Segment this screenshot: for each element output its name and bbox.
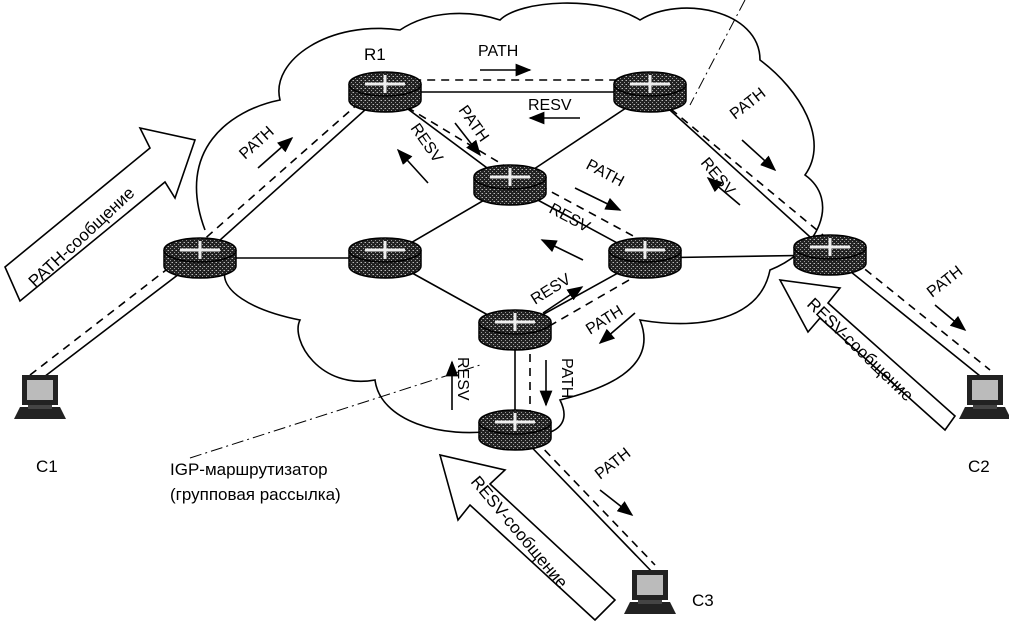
resv-label: RESV	[697, 155, 738, 200]
router-r1-label: R1	[364, 45, 386, 64]
resv-message-label: RESV-сообщение	[467, 472, 572, 591]
path-label: PATH	[478, 43, 518, 60]
path-label: PATH	[558, 358, 575, 398]
igp-router-label: IGP-маршрутизатор	[170, 460, 328, 479]
router	[792, 233, 868, 277]
path-label: PATH	[592, 445, 634, 483]
router	[162, 236, 238, 280]
path-label: PATH	[727, 85, 769, 123]
router	[607, 236, 683, 280]
client-c1-label: C1	[36, 457, 58, 476]
router	[347, 236, 423, 280]
client-c2-label: C2	[968, 457, 990, 476]
path-label: PATH	[583, 303, 626, 339]
router	[612, 70, 688, 114]
resv-label: RESV	[528, 97, 572, 114]
resv-message-arrow-c3: RESV-сообщение	[438, 453, 617, 622]
router	[472, 163, 548, 207]
path-message-arrow: PATH-сообщение	[4, 126, 197, 303]
resv-label: RESV	[407, 121, 446, 167]
path-label: PATH	[583, 157, 627, 191]
resv-label: RESV	[528, 271, 574, 309]
resv-label: RESV	[546, 201, 593, 237]
computer-c1-icon	[14, 375, 66, 419]
network-cloud	[195, 2, 824, 437]
computer-c3-icon	[624, 570, 676, 614]
igp-note-label: (групповая рассылка)	[170, 485, 341, 504]
computer-c2-icon	[959, 375, 1009, 419]
resv-label: RESV	[454, 357, 471, 401]
router	[477, 308, 553, 352]
resv-message-arrow-c2: RESV-сообщение	[778, 278, 957, 432]
router-r1	[347, 70, 423, 114]
client-c3-label: C3	[692, 591, 714, 610]
path-label: PATH	[924, 263, 966, 301]
router-igp	[477, 408, 553, 452]
